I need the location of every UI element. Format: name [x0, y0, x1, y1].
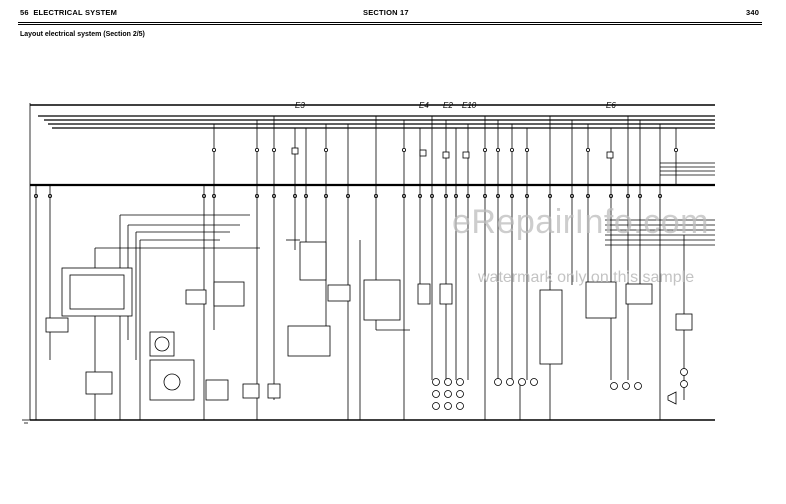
page-number-and-section: 56 ELECTRICAL SYSTEM: [20, 8, 117, 17]
upper-vertical-wires: [213, 116, 677, 185]
fuse-label: E2: [443, 101, 453, 110]
fuse-label: E4: [419, 101, 429, 110]
fuse-symbols: [211, 147, 679, 159]
bus-bars: [29, 103, 715, 421]
fuse-label: E6: [606, 101, 616, 110]
header-rule: [18, 22, 762, 23]
lower-vertical-wires: [35, 185, 685, 420]
page-number: 56: [20, 8, 29, 17]
section-label: SECTION 17: [363, 8, 409, 17]
section-name: ELECTRICAL SYSTEM: [33, 8, 118, 17]
page-header: 56 ELECTRICAL SYSTEM SECTION 17 340: [0, 0, 786, 22]
diagram-subtitle: Layout electrical system (Section 2/5): [20, 31, 145, 38]
watermark-note: watermark only on this sample: [478, 269, 695, 286]
ground-icon: [22, 419, 30, 424]
switch-block: [363, 279, 401, 321]
fuse-labels: E3 E4 E2 E10 E6: [295, 101, 616, 110]
page-total: 340: [746, 8, 760, 17]
control-unit: [287, 325, 331, 357]
connector-strip: [539, 289, 563, 365]
header-rule-secondary: [18, 24, 762, 25]
lamps: [432, 368, 688, 410]
relay-pair: [585, 281, 617, 319]
horn-icon: [667, 391, 677, 405]
watermark-brand: eRepairInfo.com: [452, 203, 709, 241]
components: [45, 241, 693, 401]
fuse-label: E10: [462, 101, 477, 110]
fuse-label: E3: [295, 101, 305, 110]
